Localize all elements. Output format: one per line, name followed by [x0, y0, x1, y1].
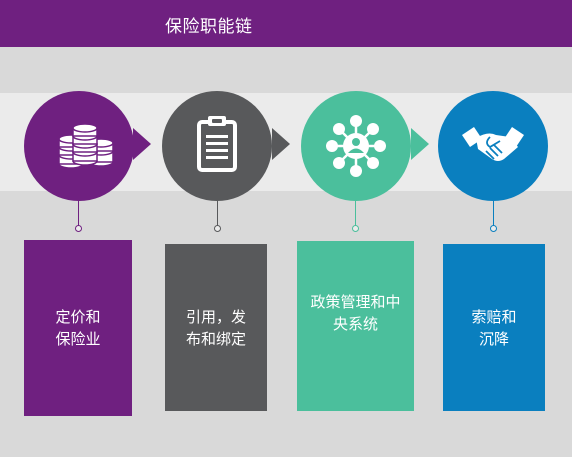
connector-dot-4 — [490, 225, 497, 232]
coins-icon — [58, 123, 114, 169]
header-bar: 保险职能链 — [0, 0, 572, 47]
step-3-card: 政策管理和中 央系统 — [297, 241, 414, 411]
step-3-circle — [301, 91, 411, 201]
connector-3 — [355, 201, 356, 226]
arrow-2 — [272, 128, 290, 160]
step-4-card: 索赔和 沉降 — [443, 244, 545, 411]
connector-dot-3 — [352, 225, 359, 232]
network-icon — [326, 115, 386, 177]
step-2-label: 引用，发 布和绑定 — [185, 307, 246, 348]
connector-2 — [217, 201, 218, 226]
arrow-1 — [133, 128, 151, 160]
connector-dot-2 — [214, 225, 221, 232]
handshake-icon — [462, 127, 524, 161]
page-title: 保险职能链 — [165, 17, 253, 37]
step-3-label: 政策管理和中 央系统 — [310, 293, 401, 333]
step-4-label: 索赔和 沉降 — [471, 307, 517, 348]
step-2-card: 引用，发 布和绑定 — [165, 244, 267, 411]
connector-1 — [78, 201, 79, 226]
connector-4 — [493, 201, 494, 226]
connector-dot-1 — [75, 225, 82, 232]
arrow-3 — [411, 128, 429, 160]
clipboard-icon — [197, 116, 237, 172]
step-1-circle — [24, 91, 134, 201]
step-1-label: 定价和 保险业 — [55, 308, 101, 348]
step-1-card: 定价和 保险业 — [24, 240, 132, 416]
step-2-circle — [162, 91, 272, 201]
step-4-circle — [438, 91, 548, 201]
